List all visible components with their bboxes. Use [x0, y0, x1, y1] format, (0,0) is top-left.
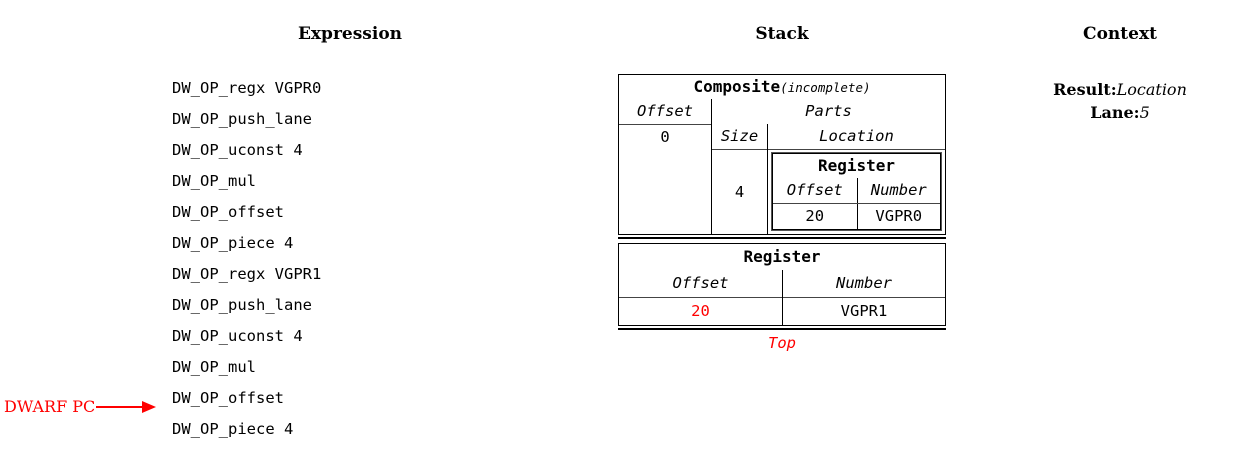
composite-title-suffix: (incomplete) [780, 80, 871, 95]
nested-register-number-header: Number [856, 178, 941, 203]
register-title: Register [743, 247, 821, 266]
part-size-value: 4 [734, 183, 745, 201]
composite-offset-value: 0 [660, 128, 670, 146]
part-location-value: Register Offset Number 20 VGPR0 [768, 150, 945, 234]
nested-register-box: Register Offset Number 20 VGPR0 [771, 152, 942, 231]
part-size-header: Size [712, 124, 767, 150]
column-header-stack: Stack [755, 24, 809, 44]
nested-register-header-row: Offset Number [773, 178, 940, 204]
register-number-column: Number VGPR1 [782, 270, 945, 325]
nested-register-number-value: VGPR0 [856, 204, 941, 229]
nested-register-title: Register [817, 156, 896, 175]
nested-register-offset-header: Offset [786, 181, 843, 199]
arrow-right-icon [96, 401, 158, 413]
composite-parts-column: Parts Size 4 Location Register [711, 99, 945, 234]
composite-parts-header: Parts [805, 102, 852, 120]
composite-offset-header: Offset [619, 99, 711, 125]
expression-line: DW_OP_uconst 4 [172, 141, 303, 159]
stack-bottom-rule [618, 328, 946, 330]
column-header-context: Context [1083, 24, 1157, 44]
nested-register-value-row: 20 VGPR0 [773, 204, 940, 229]
stack-entry-register: Register Offset 20 Number VGPR1 [618, 243, 946, 326]
dwarf-pc-marker: DWARF PC [4, 396, 158, 418]
context-key: Lane: [1090, 103, 1140, 122]
stack-entry-composite: Composite(incomplete) Offset 0 Parts Siz… [618, 74, 946, 235]
expression-line: DW_OP_piece 4 [172, 420, 294, 438]
expression-line: DW_OP_uconst 4 [172, 327, 303, 345]
context-row-lane: Lane:5 [1000, 101, 1240, 124]
context-key: Result: [1053, 80, 1117, 99]
composite-title: Composite(incomplete) [619, 75, 945, 99]
dwarf-pc-label: DWARF PC [4, 397, 96, 416]
stack-entry-separator [618, 237, 946, 243]
part-location-column: Location Register Offset Number [767, 124, 945, 234]
expression-line: DW_OP_regx VGPR0 [172, 79, 322, 97]
expression-line: DW_OP_mul [172, 358, 256, 376]
part-location-header: Location [768, 124, 945, 150]
register-offset-value: 20 [691, 302, 710, 320]
expression-line: DW_OP_push_lane [172, 110, 312, 128]
composite-title-text: Composite [693, 77, 781, 96]
composite-offset-column: Offset 0 [619, 99, 711, 234]
context-row-result: Result:Location [1000, 78, 1240, 101]
nested-register-box-inner: Register Offset Number 20 VGPR0 [772, 153, 941, 230]
expression-line: DW_OP_mul [172, 172, 256, 190]
register-offset-header: Offset [619, 270, 782, 298]
context-block: Result:Location Lane:5 [1000, 78, 1240, 124]
part-size-column: Size 4 [712, 124, 767, 234]
composite-body: Offset 0 Parts Size 4 Location [619, 99, 945, 234]
register-offset-column: Offset 20 [619, 270, 782, 325]
stack-top-label: Top [768, 334, 796, 352]
stack-diagram: Composite(incomplete) Offset 0 Parts Siz… [618, 74, 946, 352]
expression-line: DW_OP_offset [172, 203, 284, 221]
context-value: Location [1116, 80, 1187, 99]
context-value: 5 [1139, 103, 1150, 122]
register-number-header: Number [783, 270, 945, 298]
register-number-value: VGPR1 [840, 302, 888, 320]
register-grid: Offset 20 Number VGPR1 [619, 270, 945, 325]
nested-register-offset-value: 20 [805, 207, 825, 225]
expression-list: DW_OP_regx VGPR0 DW_OP_push_lane DW_OP_u… [172, 73, 472, 445]
column-header-expression: Expression [297, 24, 403, 44]
expression-line: DW_OP_push_lane [172, 296, 312, 314]
expression-line: DW_OP_regx VGPR1 [172, 265, 322, 283]
expression-line: DW_OP_offset [172, 389, 284, 407]
expression-line: DW_OP_piece 4 [172, 234, 294, 252]
composite-part-row: Size 4 Location Register Offset [712, 124, 945, 234]
